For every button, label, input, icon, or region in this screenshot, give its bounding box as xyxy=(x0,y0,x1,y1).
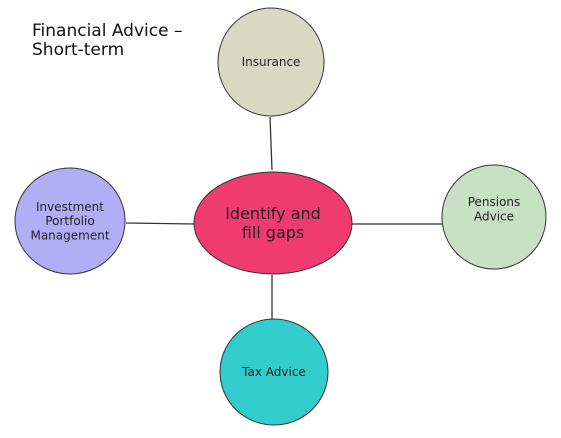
node-tax-circle xyxy=(219,318,329,426)
node-center-ellipse xyxy=(193,171,353,275)
node-insurance: Insurance xyxy=(217,7,325,117)
connector-insurance xyxy=(269,116,273,171)
title-line-2: Short-term xyxy=(32,40,125,60)
connector-investment xyxy=(125,222,197,225)
node-tax-label: Tax Advice xyxy=(241,365,306,379)
node-label-line: Tax Advice xyxy=(241,365,306,379)
node-insurance-label: Insurance xyxy=(242,55,301,69)
node-label-line: Pensions xyxy=(468,195,521,209)
node-label-line: Identify and xyxy=(225,204,321,223)
diagram-title: Financial Advice – Short-term xyxy=(32,22,182,60)
node-investment-circle xyxy=(14,167,126,275)
node-label-line: Advice xyxy=(474,209,514,223)
connectors xyxy=(125,116,443,320)
node-label-line: Portfolio xyxy=(45,214,94,228)
node-label-line: Investment xyxy=(36,200,104,214)
node-tax: Tax Advice xyxy=(219,318,329,426)
title-line-1: Financial Advice – xyxy=(32,21,183,41)
node-label-line: fill gaps xyxy=(242,223,305,242)
node-label-line: Management xyxy=(30,229,109,243)
node-pensions-circle xyxy=(441,164,547,270)
node-insurance-circle xyxy=(217,7,325,117)
node-label-line: Insurance xyxy=(242,55,301,69)
